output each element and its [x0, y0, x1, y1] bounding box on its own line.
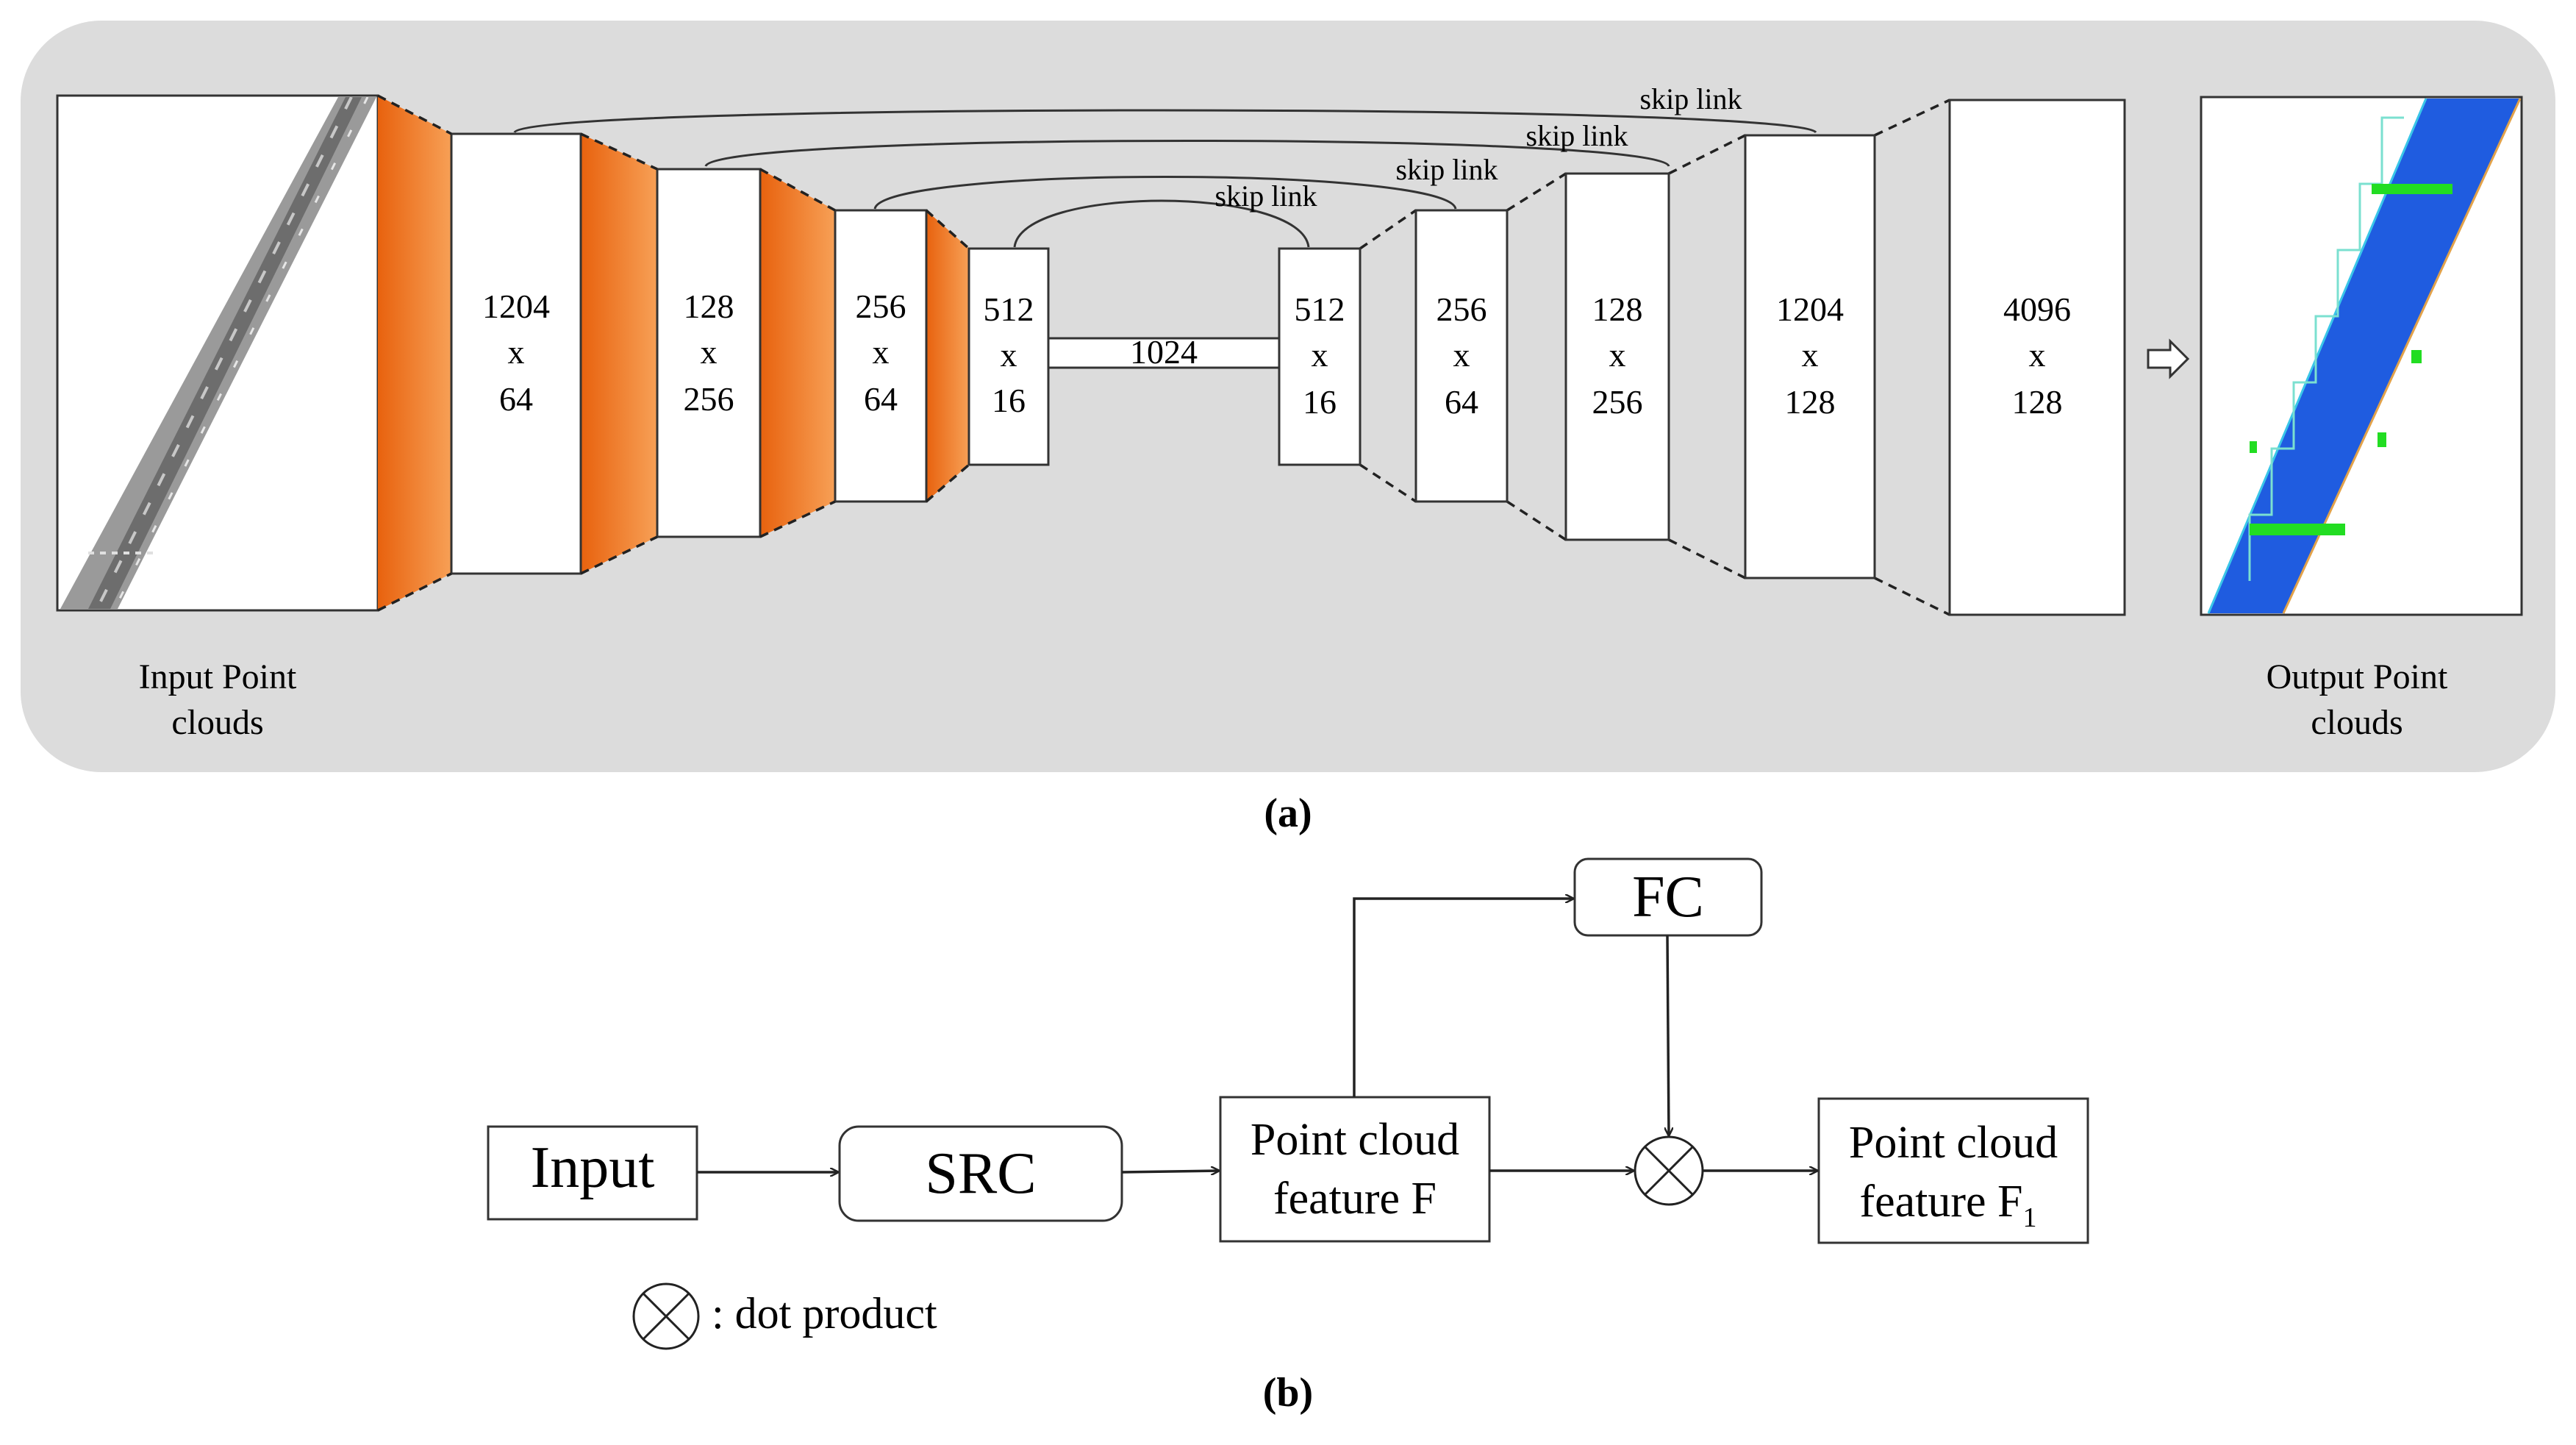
src-box-label: SRC [925, 1141, 1036, 1206]
caption-b: (b) [1263, 1370, 1313, 1416]
encoder-block-3-bot: 64 [864, 380, 898, 418]
skip-link-arc-4 [1013, 199, 1310, 248]
decoder-block-3-mid: x [1609, 336, 1626, 374]
panel-a: skip link skip link skip link skip link … [21, 21, 2555, 772]
encoder-block-3 [834, 209, 928, 503]
decoder-block-3-top: 128 [1592, 290, 1643, 328]
arrow-feature-to-fc [1353, 899, 1573, 1097]
encoder-taper-3 [760, 169, 835, 537]
feature-f-box [1219, 1096, 1491, 1243]
encoder-block-4-bot: 16 [992, 382, 1026, 419]
skip-links: skip link skip link skip link skip link [513, 82, 1817, 248]
input-label-line1: Input Point [139, 657, 297, 696]
feature-f1-box [1817, 1097, 2089, 1244]
legend: : dot product [632, 1282, 937, 1350]
skip-link-label-1: skip link [1640, 82, 1742, 115]
feature-f-line1: Point cloud [1251, 1115, 1459, 1165]
decoder-block-3 [1564, 172, 1670, 541]
decoder-block-2 [1414, 209, 1509, 503]
arrow-fc-to-dot [1667, 935, 1669, 1135]
input-box-label: Input [531, 1135, 655, 1200]
output-label-line1: Output Point [2266, 657, 2448, 696]
encoder-block-2-bot: 256 [684, 380, 734, 418]
decoder-block-3-bot: 256 [1592, 383, 1643, 421]
output-point-cloud-image [2200, 96, 2523, 616]
decoder-block-5-bot: 128 [2012, 383, 2063, 421]
dot-product-legend-label: : dot product [712, 1289, 937, 1338]
encoder-tapers [378, 96, 969, 610]
arrow-src-to-feature [1121, 1171, 1219, 1172]
dot-product-legend-icon [632, 1282, 700, 1350]
decoder-block-4 [1744, 134, 1876, 579]
decoder-blocks: 512 x 16 256 x 64 128 x 256 1204 x 128 4… [1278, 99, 2126, 616]
skip-link-arc-1 [513, 109, 1817, 134]
encoder-block-4-top: 512 [984, 290, 1034, 328]
input-label-line2: clouds [171, 703, 263, 742]
encoder-taper-1 [378, 96, 451, 610]
decoder-block-4-top: 1204 [1776, 290, 1844, 328]
encoder-blocks: 1204 x 64 128 x 256 256 x 64 512 x 16 [450, 132, 1050, 575]
output-arrow-icon [2147, 338, 2190, 379]
feature-f-line2: feature F [1273, 1174, 1437, 1224]
decoder-block-2-bot: 64 [1445, 383, 1478, 421]
bottleneck: 1024 [1047, 333, 1281, 371]
input-box [487, 1125, 698, 1221]
encoder-block-1 [450, 132, 582, 575]
caption-a: (a) [1264, 791, 1312, 836]
decoder-block-2-mid: x [1453, 336, 1470, 374]
encoder-block-3-mid: x [873, 333, 890, 371]
feature-f1-line2: feature F1 [1859, 1177, 2036, 1233]
skip-link-arc-3 [873, 176, 1457, 210]
connectors [697, 899, 1817, 1172]
decoder-tapers [377, 94, 1950, 616]
encoder-block-3-top: 256 [856, 288, 906, 325]
encoder-block-2 [656, 168, 762, 538]
fc-box-label: FC [1632, 865, 1704, 930]
dot-product-node [1634, 1135, 1704, 1206]
encoder-block-4-mid: x [1001, 336, 1017, 374]
decoder-block-4-mid: x [1802, 336, 1819, 374]
skip-link-label-4: skip link [1215, 179, 1317, 213]
encoder-taper-2 [581, 134, 657, 574]
encoder-block-1-bot: 64 [499, 380, 533, 418]
decoder-block-1-top: 512 [1295, 290, 1345, 328]
decoder-block-1 [1278, 247, 1362, 466]
feature-f1-subscript: 1 [2023, 1202, 2037, 1233]
skip-link-arc-2 [704, 140, 1670, 167]
output-label-line2: clouds [2311, 703, 2403, 742]
panel-b: Input SRC Point cloud feature F FC Point… [487, 857, 2089, 1350]
encoder-block-1-mid: x [508, 333, 525, 371]
decoder-block-4-bot: 128 [1785, 383, 1836, 421]
decoder-block-2-top: 256 [1437, 290, 1487, 328]
decoder-block-1-mid: x [1312, 336, 1328, 374]
decoder-block-5 [1948, 99, 2126, 616]
bottleneck-bar [1047, 337, 1281, 369]
decoder-block-5-mid: x [2029, 336, 2046, 374]
src-box [838, 1125, 1123, 1222]
input-point-cloud-image [56, 94, 379, 612]
encoder-taper-4 [926, 210, 969, 502]
encoder-block-2-top: 128 [684, 288, 734, 325]
decoder-block-1-bot: 16 [1303, 383, 1337, 421]
encoder-block-1-top: 1204 [482, 288, 550, 325]
feature-f1-line1: Point cloud [1849, 1118, 2058, 1168]
skip-link-label-2: skip link [1526, 119, 1628, 152]
skip-link-label-3: skip link [1396, 153, 1498, 186]
bottleneck-label: 1024 [1130, 333, 1198, 371]
encoder-block-2-mid: x [701, 333, 718, 371]
decoder-block-5-top: 4096 [2003, 290, 2071, 328]
